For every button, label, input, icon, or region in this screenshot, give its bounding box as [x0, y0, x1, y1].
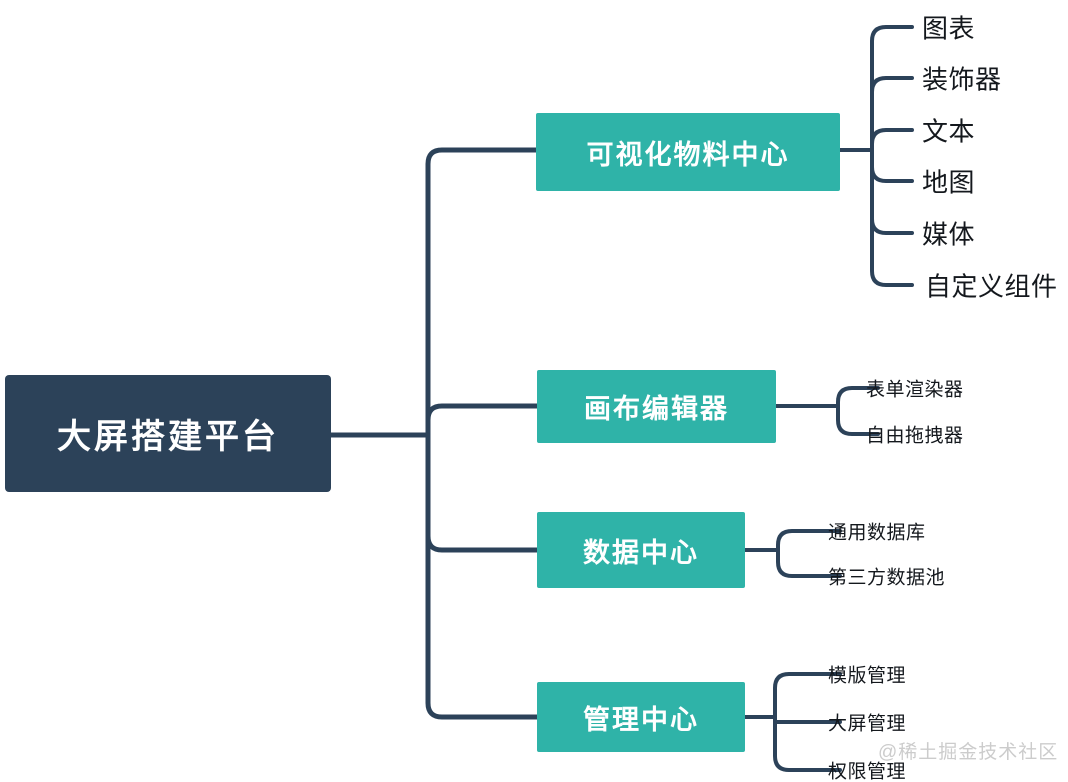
leaf-node[interactable]: 自定义组件	[925, 271, 1058, 302]
leaf-node[interactable]: 大屏管理	[828, 713, 907, 735]
leaf-node[interactable]: 装饰器	[922, 64, 1002, 95]
leaf-node[interactable]: 地图	[922, 167, 976, 198]
root-node[interactable]: 大屏搭建平台	[5, 375, 331, 492]
branch-node-data-center[interactable]: 数据中心	[537, 512, 745, 588]
root-node-label: 大屏搭建平台	[57, 418, 279, 456]
edge-spine-branch-2	[425, 403, 540, 438]
branch-node-visual-material-center[interactable]: 可视化物料中心	[536, 113, 840, 191]
edge-branch1-leaf-5	[870, 148, 914, 235]
leaf-node[interactable]: 媒体	[922, 219, 976, 250]
edge-spine-branch-4	[425, 432, 540, 720]
edge-spine-branch-3	[425, 432, 540, 553]
edge-branch1-leaf-1	[870, 25, 914, 152]
leaf-node[interactable]: 图表	[922, 13, 976, 44]
branch-node-label: 数据中心	[583, 537, 699, 568]
leaf-node[interactable]: 表单渲染器	[866, 379, 964, 401]
branch-node-label: 画布编辑器	[584, 394, 729, 424]
branch-node-label: 可视化物料中心	[586, 139, 790, 170]
edge-spine-branch-1	[425, 147, 539, 438]
leaf-node[interactable]: 文本	[922, 116, 976, 147]
watermark: @稀土掘金技术社区	[878, 742, 1059, 763]
edge-branch1-leaf-4	[870, 148, 914, 183]
leaf-node[interactable]: 权限管理	[828, 761, 907, 782]
leaf-node[interactable]: 模版管理	[828, 665, 907, 687]
leaf-node[interactable]: 通用数据库	[828, 522, 926, 544]
branch-node-label: 管理中心	[583, 704, 699, 735]
leaf-node[interactable]: 自由拖拽器	[866, 425, 964, 447]
branch-node-canvas-editor[interactable]: 画布编辑器	[537, 370, 776, 443]
edge-branch1-leaf-2	[870, 76, 914, 152]
edge-branch1-leaf-6	[870, 148, 914, 287]
branch-node-management-center[interactable]: 管理中心	[537, 682, 745, 752]
leaf-node[interactable]: 第三方数据池	[828, 567, 946, 589]
edge-branch1-leaf-3	[870, 128, 914, 152]
